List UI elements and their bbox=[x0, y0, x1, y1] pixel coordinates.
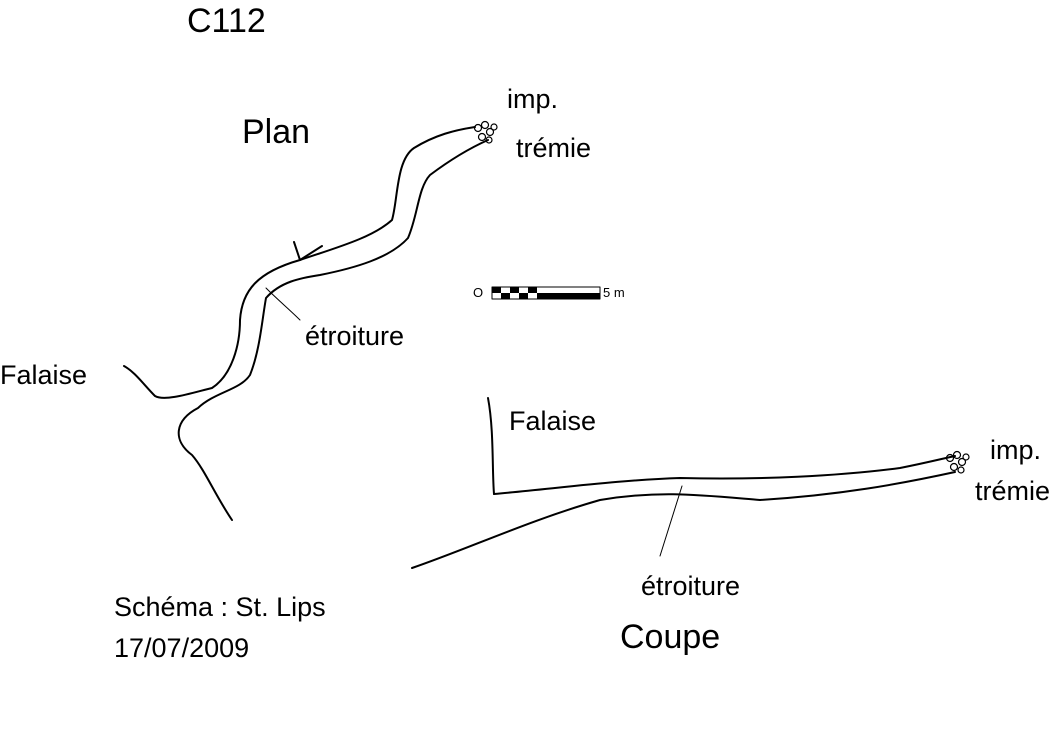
plan-wall-lower bbox=[177, 139, 489, 521]
plan-title: Plan bbox=[242, 113, 311, 151]
section-cliff-wall bbox=[487, 397, 495, 495]
plan-rubble-icon bbox=[473, 120, 498, 144]
plan-end-label-2: trémie bbox=[516, 133, 592, 163]
plan-narrow-label: étroiture bbox=[305, 321, 405, 351]
survey-date: 17/07/2009 bbox=[114, 633, 250, 663]
plan-wall-upper bbox=[123, 126, 476, 399]
plan-view bbox=[123, 120, 498, 521]
scale-end-label: 5 m bbox=[603, 285, 625, 300]
plan-side-passage bbox=[293, 241, 323, 261]
section-end-label-1: imp. bbox=[990, 435, 1042, 465]
section-view bbox=[411, 397, 970, 569]
section-narrow-label: étroiture bbox=[641, 571, 741, 601]
section-narrow-pointer bbox=[659, 485, 683, 557]
section-ceiling bbox=[493, 455, 956, 495]
scale-start-label: O bbox=[473, 285, 484, 300]
plan-end-label-1: imp. bbox=[507, 84, 559, 114]
plan-cliff-label: Falaise bbox=[0, 360, 88, 390]
scale-bar bbox=[491, 286, 601, 300]
section-floor bbox=[411, 471, 956, 569]
section-cliff-label: Falaise bbox=[509, 406, 597, 436]
cave-id-title: C112 bbox=[187, 2, 266, 40]
section-end-label-2: trémie bbox=[975, 478, 1051, 505]
section-title: Coupe bbox=[620, 618, 721, 656]
section-rubble-icon bbox=[945, 450, 970, 474]
author-credit: Schéma : St. Lips bbox=[114, 592, 326, 622]
plan-narrow-pointer bbox=[265, 287, 301, 321]
